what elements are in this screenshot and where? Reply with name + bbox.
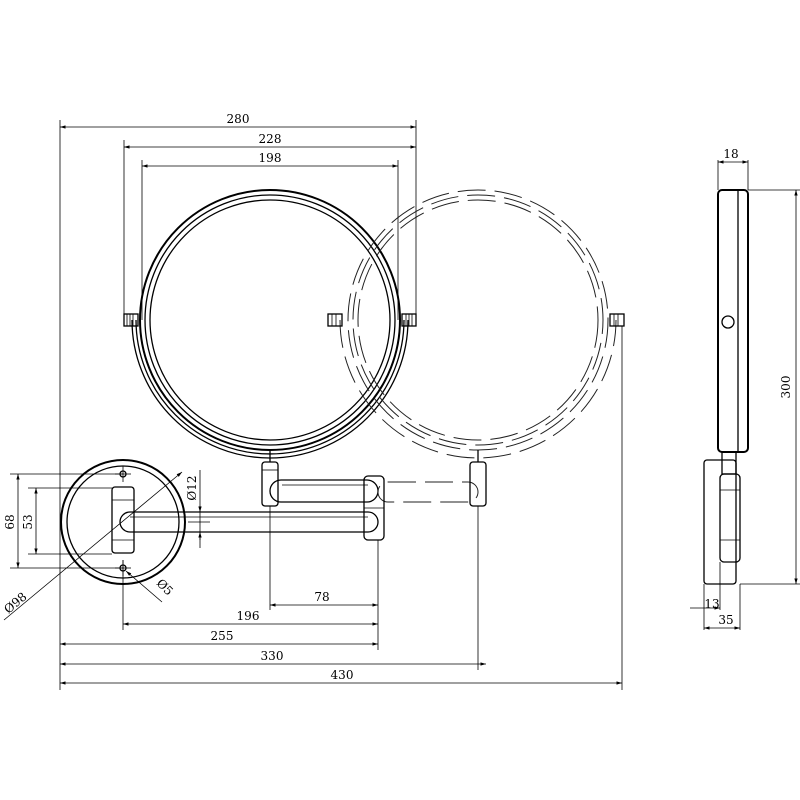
arm-upper <box>269 479 379 503</box>
dim-leader-hole-dia <box>125 570 163 603</box>
elbow-joint <box>363 475 385 541</box>
mirror-extended-ghost <box>327 189 625 459</box>
dim-label-228: 228 <box>259 132 282 146</box>
dim-label-68: 68 <box>3 514 17 529</box>
dim-label-13: 13 <box>704 597 719 611</box>
dim-label-198: 198 <box>259 151 282 165</box>
arm-lower <box>119 511 379 533</box>
dim-label-300: 300 <box>779 376 793 399</box>
mirror-pivot-knob-left <box>123 313 139 327</box>
dim-label-280: 280 <box>227 112 250 126</box>
dim-label-pivot-dia: Ø12 <box>185 475 199 500</box>
dim-label-255: 255 <box>211 629 234 643</box>
dim-label-196: 196 <box>237 609 260 623</box>
dim-label-plate-dia: Ø98 <box>1 590 29 617</box>
dim-leader-plate-dia <box>3 471 183 621</box>
dim-label-35: 35 <box>718 613 733 627</box>
side-view <box>703 189 749 585</box>
dim-label-430: 430 <box>331 668 354 682</box>
extension-lines <box>10 120 800 690</box>
arm-upper-extended-ghost <box>377 481 479 503</box>
dim-label-hole-dia: Ø5 <box>154 576 176 598</box>
dim-label-330: 330 <box>261 649 284 663</box>
mirror-front <box>131 189 409 459</box>
dim-label-78: 78 <box>314 590 329 604</box>
dim-label-53: 53 <box>21 514 35 529</box>
dim-label-18: 18 <box>723 147 738 161</box>
mirror-stem-extended-ghost <box>469 450 487 507</box>
